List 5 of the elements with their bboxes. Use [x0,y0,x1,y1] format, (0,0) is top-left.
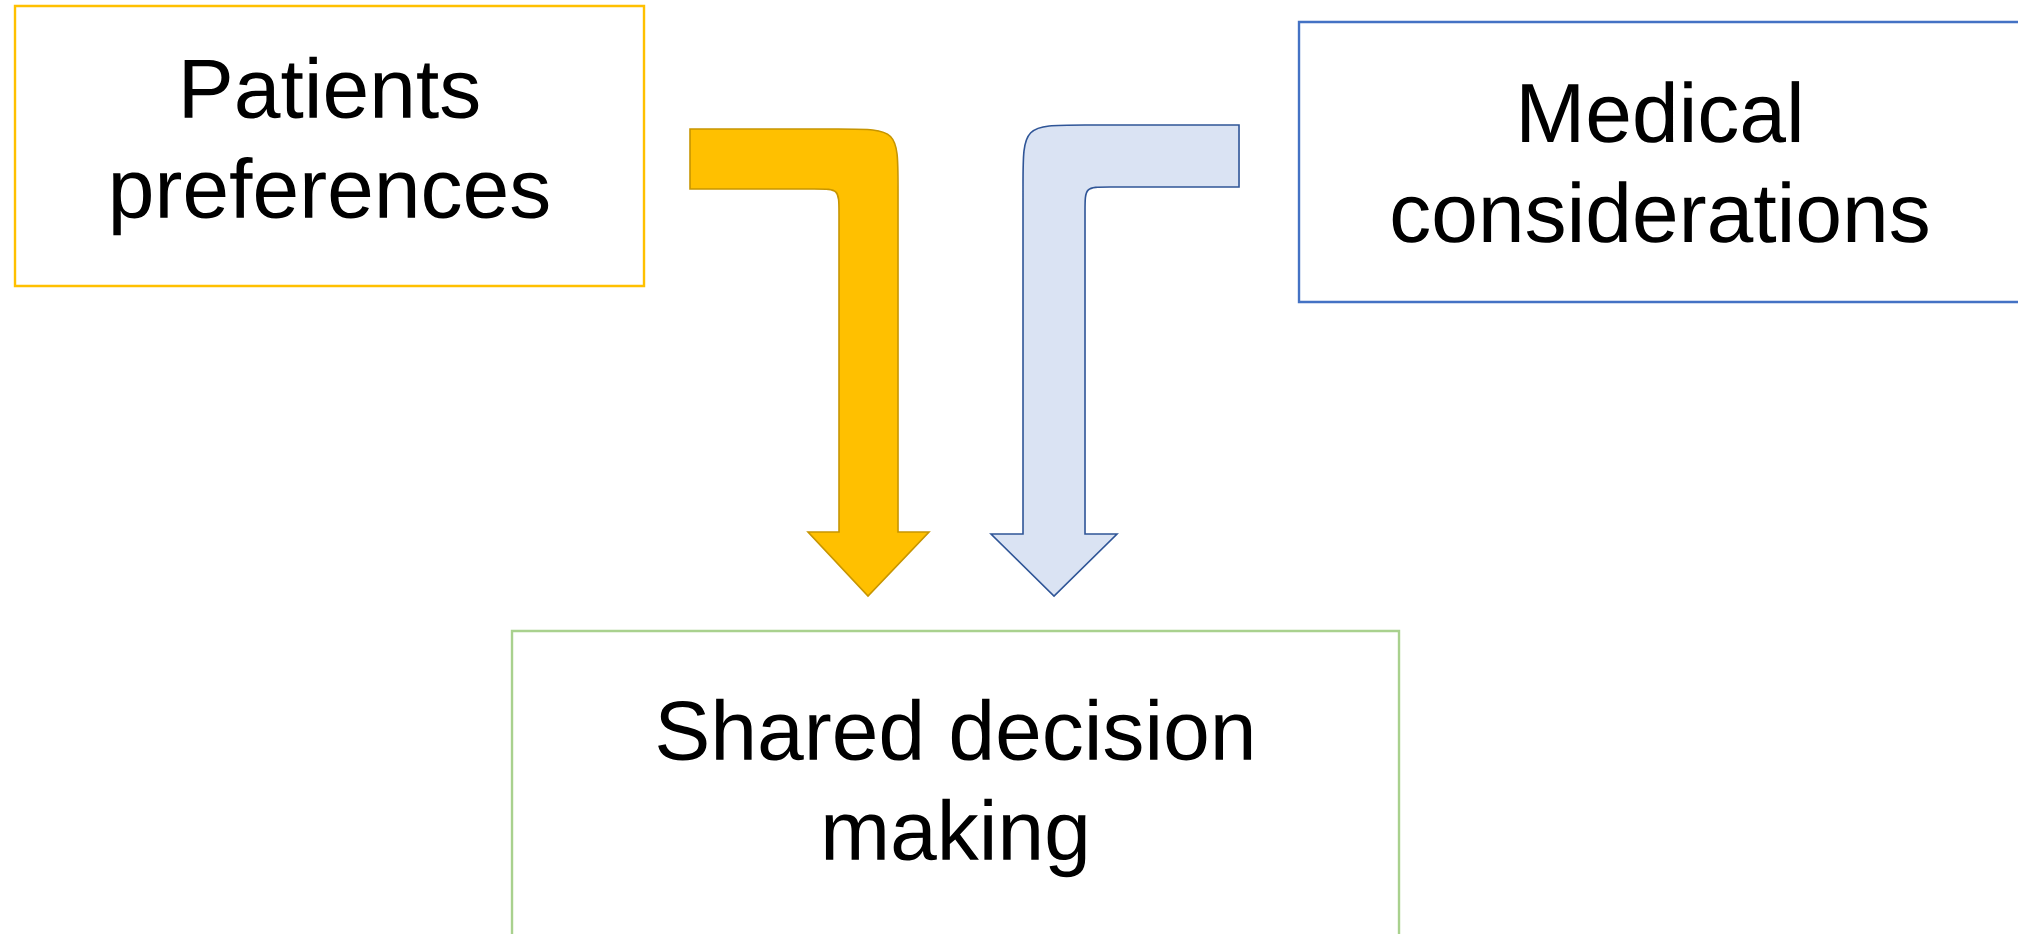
text-box: Medical considerations [1297,20,2018,304]
bent-arrow [990,124,1240,597]
bent-arrow [689,128,930,597]
text-box: Patients preferences [13,4,646,288]
text-box: Shared decision making [510,629,1401,934]
